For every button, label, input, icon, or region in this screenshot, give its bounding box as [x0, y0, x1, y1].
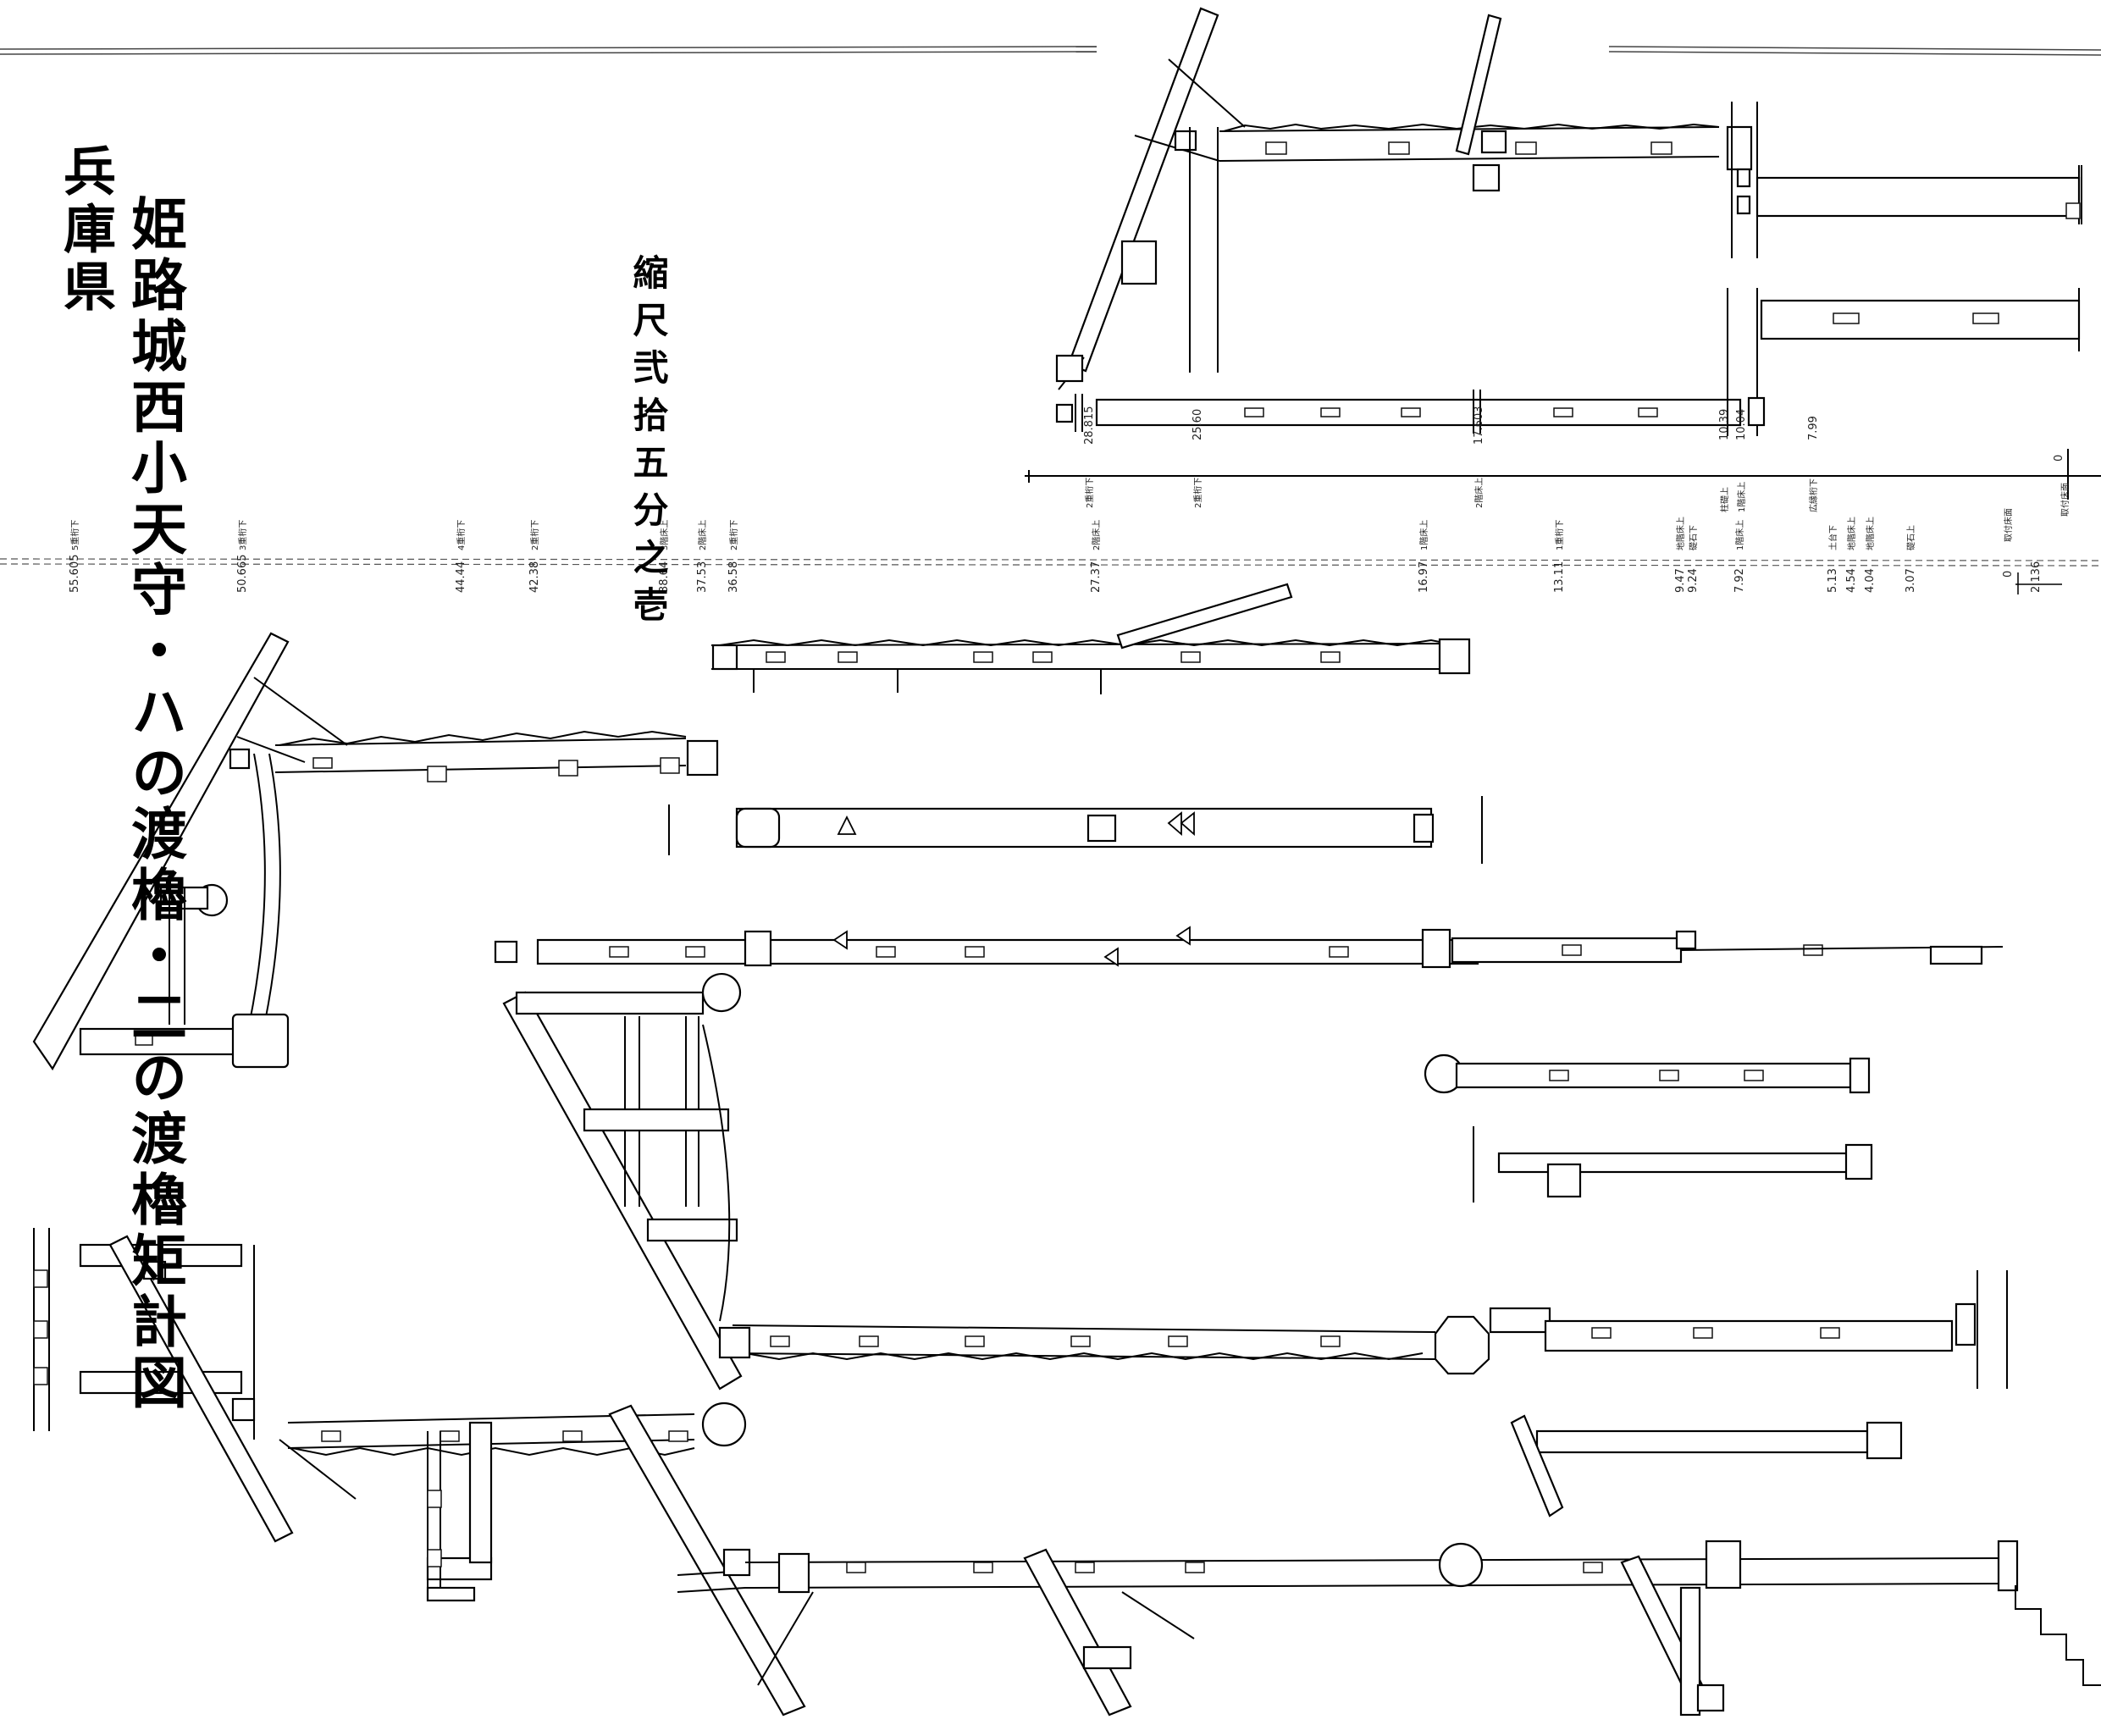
- lower-axis-label: 礎石下: [1688, 525, 1699, 550]
- lower-axis-value: 16.97: [1418, 561, 1430, 593]
- lower-axis-label: 地階床上: [1865, 517, 1876, 550]
- lower-axis-value: 9.24: [1687, 568, 1700, 593]
- upper-axis-value: 17.603: [1473, 406, 1485, 445]
- lower-axis-label: 土台下: [1827, 525, 1838, 550]
- lower-axis-values: 55.605 50.665 44.44 42.38 38.64 37.53 36…: [69, 555, 2015, 594]
- lower-dimension-axis: 2.136 55.605 50.665 44.44 42.38 38.64 37…: [0, 508, 2101, 594]
- upper-axis-value: 25.60: [1191, 409, 1204, 440]
- upper-axis-value: 7.99: [1807, 416, 1820, 440]
- lower-axis-value: 7.92: [1733, 568, 1746, 593]
- upper-dimension-axis: 28.815 25.60 17.603 10.39 10.04 7.99 0 2…: [1025, 406, 2101, 517]
- lower-axis-value: 5.13: [1827, 568, 1839, 593]
- lower-axis-label: 2階床上: [697, 520, 708, 550]
- upper-axis-value: 10.39: [1718, 409, 1731, 440]
- lower-axis-value: 37.53: [696, 561, 709, 593]
- lower-axis-label: 2階床上: [1091, 520, 1102, 550]
- lower-axis-label: 地階床上: [1675, 517, 1686, 550]
- upper-axis-value: 28.815: [1083, 406, 1096, 445]
- upper-axis-label: 広縁桁下: [1808, 478, 1819, 512]
- lower-axis-value: 55.605: [69, 555, 81, 594]
- title-prefecture: 兵庫県: [54, 144, 116, 317]
- lower-axis-label: 1重桁下: [1554, 520, 1565, 550]
- lower-axis-offset: 2.136: [2030, 561, 2043, 593]
- lower-axis-value: 36.58: [727, 561, 740, 593]
- title-main: 姫路城西小天守・ハの渡櫓・二の渡櫓矩計図: [122, 195, 188, 1414]
- lower-axis-value: 9.47: [1674, 568, 1687, 593]
- lower-axis-value: 27.37: [1090, 561, 1103, 593]
- upper-axis-labels: 2重桁下 2重桁下 2階床上 柱礎上 1階床上 広縁桁下 取付床面: [1084, 478, 2071, 517]
- upper-axis-label: 取付床面: [2060, 483, 2071, 517]
- upper-axis-label: 柱礎上: [1719, 487, 1730, 512]
- lower-axis-value: 4.04: [1864, 568, 1877, 593]
- lower-axis-value: 50.665: [236, 555, 249, 594]
- upper-section-hanowatari: [1055, 7, 2082, 436]
- lower-axis-label: 3階床上: [659, 520, 670, 550]
- lower-axis-label: 礎石上: [1905, 525, 1916, 550]
- lower-axis-value: 4.54: [1845, 568, 1858, 593]
- lower-axis-value: 38.64: [658, 561, 671, 593]
- lower-axis-value: 0: [2002, 571, 2015, 578]
- lower-axis-label: 2重桁下: [728, 520, 739, 550]
- upper-axis-label: 2階床上: [1473, 478, 1485, 508]
- lower-axis-label: 5重桁下: [69, 520, 80, 550]
- lower-section-nishikotenshu: [32, 583, 2101, 1717]
- upper-axis-value: 0: [2053, 455, 2065, 462]
- title-scale: 縮尺弐拾五分之壱: [628, 254, 669, 633]
- lower-axis-label: 1階床上: [1734, 520, 1745, 550]
- upper-axis-value: 10.04: [1735, 409, 1748, 440]
- upper-axis-label: 2重桁下: [1192, 478, 1203, 508]
- lower-axis-value: 44.44: [455, 561, 467, 593]
- lower-axis-label: 4重桁下: [456, 520, 467, 550]
- top-border-lines: [0, 46, 2101, 56]
- upper-axis-label: 1階床上: [1736, 482, 1747, 512]
- lower-axis-label: 3重桁下: [237, 520, 248, 550]
- lower-axis-labels: 5重桁下 3重桁下 4重桁下 2重桁下 3階床上 2階床上 2重桁下 2階床上 …: [69, 508, 2014, 550]
- lower-axis-value: 13.11: [1553, 561, 1566, 593]
- lower-axis-label: 2重桁下: [529, 520, 540, 550]
- lower-axis-label: 1階床上: [1418, 520, 1429, 550]
- upper-axis-values: 28.815 25.60 17.603 10.39 10.04 7.99 0: [1083, 406, 2065, 462]
- lower-axis-value: 42.38: [528, 561, 541, 593]
- upper-axis-label: 2重桁下: [1084, 478, 1095, 508]
- lower-axis-label: 取付床面: [2003, 508, 2014, 542]
- lower-axis-value: 3.07: [1905, 568, 1917, 593]
- lower-axis-label: 地階床上: [1846, 517, 1857, 550]
